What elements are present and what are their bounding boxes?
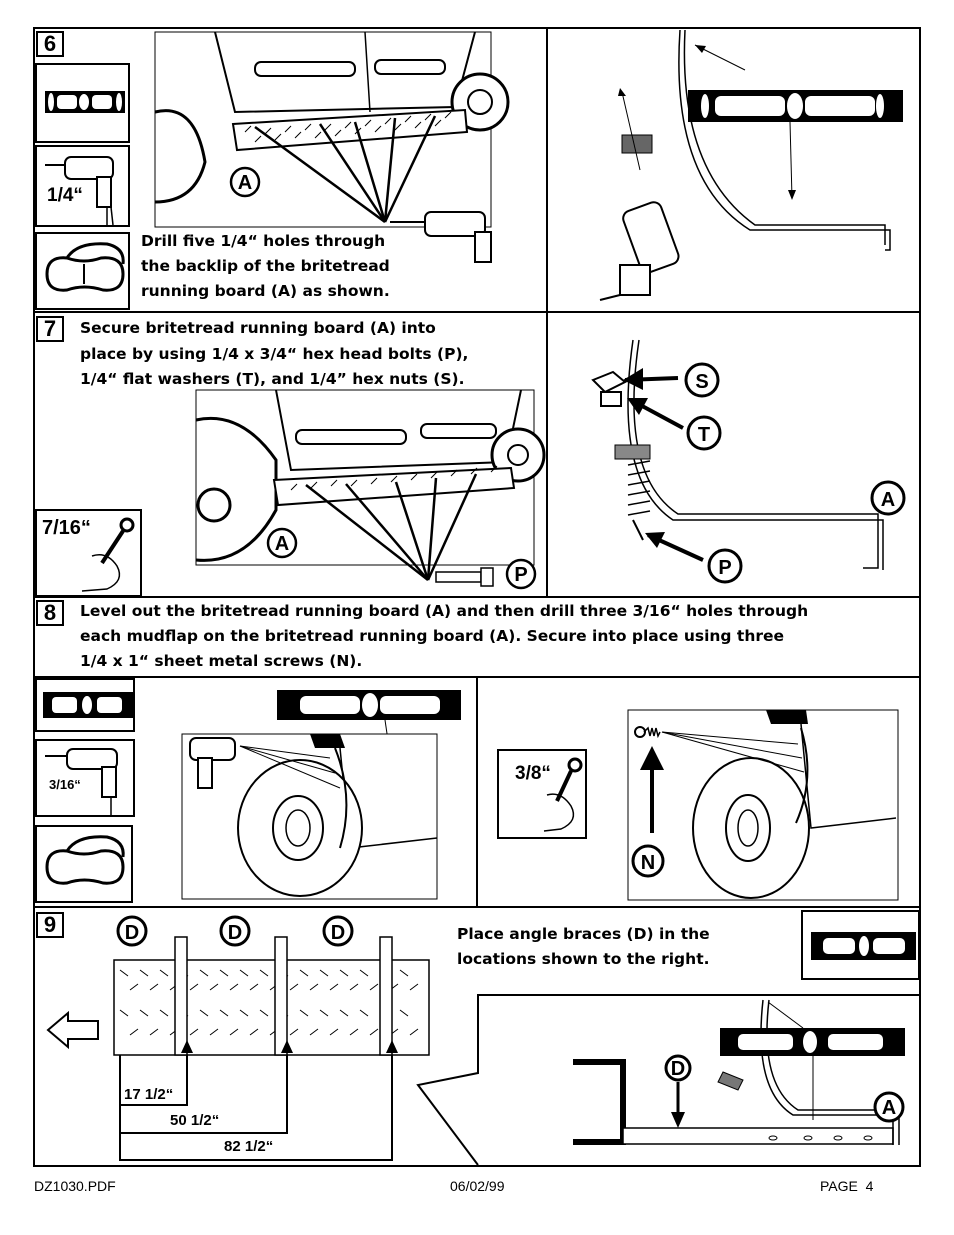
bolt-p-label: P <box>718 557 731 579</box>
footer-filename: DZ1030.PDF <box>34 1178 116 1194</box>
brace-d-label: D <box>331 922 345 944</box>
screw-n-label: N <box>641 852 655 874</box>
step-number: 9 <box>36 912 64 938</box>
part-a-label: A <box>881 489 895 511</box>
drill-icon <box>45 748 118 815</box>
goggles-box <box>35 825 133 903</box>
washer-t-label: T <box>698 424 710 446</box>
divider-6-7 <box>33 311 921 313</box>
part-a-label: A <box>238 172 252 194</box>
safety-goggles-icon <box>45 242 125 292</box>
step8-text-line2: each mudflap on the britetread running b… <box>80 627 785 645</box>
step9-text-line2: locations shown to the right. <box>457 950 710 968</box>
level-icon <box>45 91 125 113</box>
wrench-tool-box: 3/8“ <box>497 749 587 839</box>
step9-text-line1: Place angle braces (D) in the <box>457 925 710 943</box>
level-tool-box <box>35 678 135 732</box>
drill-size-label: 3/16“ <box>49 777 81 792</box>
safety-goggles-icon <box>45 835 125 885</box>
step6-text-line1: Drill five 1/4“ holes through <box>141 232 386 250</box>
level-tool-box <box>35 63 130 143</box>
running-board-bolts-illustration: A P <box>195 389 546 590</box>
step7-text-line2: place by using 1/4 x 3/4“ hex head bolts… <box>80 345 469 363</box>
angle-brace-placement-diagram: D D D <box>46 915 430 1161</box>
level-tool-box <box>801 910 920 980</box>
brace-d-label: D <box>228 922 242 944</box>
step6-text-line2: the backlip of the britetread <box>141 257 390 275</box>
step-number: 7 <box>36 316 64 342</box>
drill-tool-box: 3/16“ <box>35 739 135 817</box>
drill-icon <box>45 156 114 226</box>
wrench-size-label: 3/8“ <box>515 763 551 784</box>
step6-text-line3: running board (A) as shown. <box>141 282 390 300</box>
brace-d-label: D <box>671 1058 685 1080</box>
running-board-drill-illustration: A <box>154 31 510 263</box>
step8-text-line3: 1/4 x 1“ sheet metal screws (N). <box>80 652 363 670</box>
measurement-50-5: 50 1/2“ <box>170 1112 220 1129</box>
wrench-size-label: 7/16“ <box>42 517 91 539</box>
mudflap-drill-illustration <box>181 690 461 900</box>
bolt-p-label: P <box>514 564 527 586</box>
step7-text-line1: Secure britetread running board (A) into <box>80 319 436 337</box>
divider-v-8 <box>476 676 478 908</box>
wrench-hand-icon <box>81 517 135 592</box>
footer-date: 06/02/99 <box>450 1178 505 1194</box>
wrench-hand-icon <box>543 757 583 832</box>
drill-tool-box: 1/4“ <box>35 145 130 227</box>
bolt-assembly-detail: S T A P <box>591 339 906 584</box>
measurement-82-5: 82 1/2“ <box>224 1138 274 1155</box>
part-a-label: A <box>882 1097 896 1119</box>
divider-v-top <box>546 27 548 598</box>
level-icon <box>43 692 133 718</box>
drill-size-label: 1/4“ <box>47 185 83 206</box>
step-number: 8 <box>36 600 64 626</box>
goggles-box <box>35 232 130 310</box>
footer-page: PAGE 4 <box>820 1178 874 1194</box>
part-a-label: A <box>275 533 289 555</box>
measurement-17-5: 17 1/2“ <box>124 1086 174 1103</box>
brace-detail-callout: D A <box>416 994 920 1166</box>
step8-text-line1: Level out the britetread running board (… <box>80 602 809 620</box>
step7-text-line3: 1/4“ flat washers (T), and 1/4” hex nuts… <box>80 370 465 388</box>
step-number: 6 <box>36 31 64 57</box>
divider-7-8 <box>33 596 921 598</box>
nut-s-label: S <box>695 371 708 393</box>
level-icon <box>811 932 916 960</box>
brace-d-label: D <box>125 922 139 944</box>
wrench-tool-box: 7/16“ <box>35 509 142 597</box>
mudflap-screw-illustration: N <box>627 709 899 901</box>
bracket-drill-detail <box>599 29 903 301</box>
